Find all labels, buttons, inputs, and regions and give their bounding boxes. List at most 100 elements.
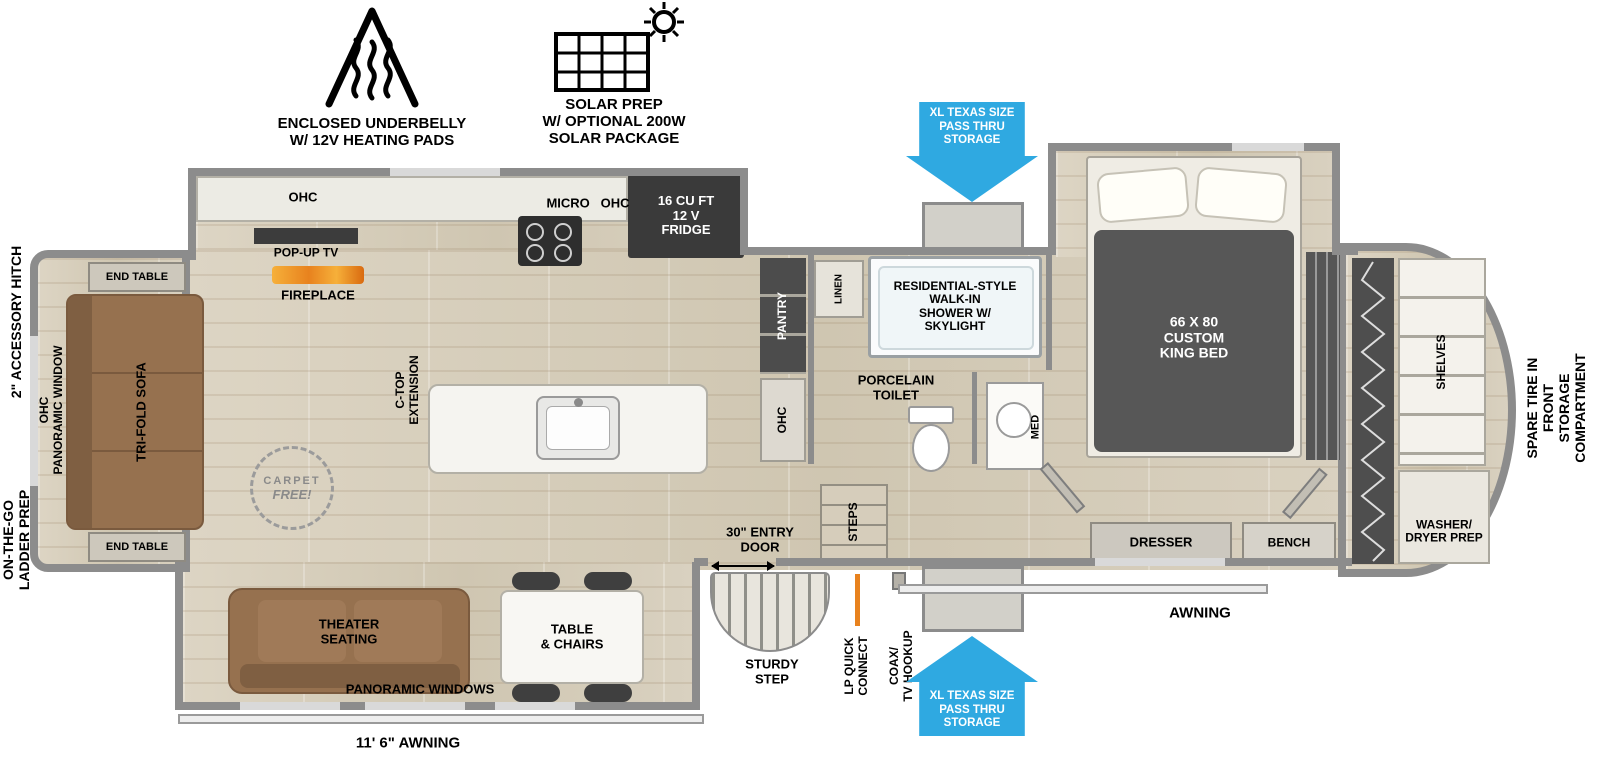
ohc-label: OHC: [288, 189, 318, 205]
ladder-prep-label: ON-THE-GO LADDER PREP: [0, 489, 32, 591]
med-cabinet-label: MED: [1029, 414, 1042, 440]
carpet-free-text: FREE!: [272, 486, 312, 502]
theater-seating-label: THEATER SEATING: [318, 616, 380, 646]
window: [365, 702, 465, 710]
fridge-label: 16 CU FT 12 V FRIDGE: [657, 193, 715, 238]
wall: [175, 562, 183, 710]
awning-line: [178, 714, 704, 724]
pillow: [1095, 166, 1191, 224]
burner: [554, 223, 572, 241]
ohc-cabinet-label: OHC: [775, 406, 790, 434]
lp-quick-connect-marker: [855, 574, 860, 626]
washer-dryer-area: [1398, 470, 1490, 564]
interior-steps: [820, 484, 888, 560]
shelves-label: SHELVES: [1434, 334, 1449, 390]
sofa-back: [68, 296, 92, 528]
end-table-label: END TABLE: [105, 270, 169, 283]
sofa-seam: [92, 372, 202, 374]
ctop-extension-label: C-TOP EXTENSION: [393, 355, 421, 425]
wall: [694, 558, 708, 566]
faucet: [574, 398, 583, 407]
entry-step-fan: [710, 572, 830, 652]
pantry-label: PANTRY: [775, 292, 790, 340]
pop-up-tv: [254, 228, 358, 244]
vanity-sink: [996, 402, 1032, 438]
steps-label: STEPS: [846, 502, 861, 542]
pop-up-tv-label: POP-UP TV: [273, 245, 339, 260]
bed-duvet: [1094, 230, 1294, 452]
interior-wall: [808, 252, 814, 464]
carpet-free-text: CARPET: [263, 474, 321, 487]
door-dimension-arrow: [711, 561, 775, 571]
window: [1232, 143, 1304, 151]
burner: [554, 244, 572, 262]
wall: [1048, 143, 1340, 151]
wall: [692, 562, 700, 710]
seat-back: [240, 664, 460, 688]
dresser-label: DRESSER: [1129, 534, 1193, 550]
sink-basin: [546, 406, 610, 450]
wall: [744, 247, 1056, 255]
fireplace-insert: [272, 266, 364, 284]
heating-pads-icon: [325, 7, 419, 108]
wall: [1332, 143, 1340, 255]
pass-thru-storage-box: [922, 566, 1024, 632]
burner: [526, 223, 544, 241]
window: [30, 336, 38, 486]
wall: [740, 168, 748, 255]
hanging-closet: [1352, 258, 1394, 564]
kitchen-counter: [196, 176, 628, 222]
wall: [776, 558, 1352, 566]
king-bed-label: 66 X 80 CUSTOM KING BED: [1159, 313, 1229, 361]
bedroom-wardrobe: [1306, 252, 1340, 460]
dinette-table: [500, 590, 644, 684]
shower-glass: [878, 266, 1034, 350]
washer-dryer-label: WASHER/ DRYER PREP: [1405, 517, 1483, 545]
toilet-bowl: [912, 424, 950, 472]
linen-closet: [814, 260, 864, 318]
solar-callout: SOLAR PREP W/ OPTIONAL 200W SOLAR PACKAG…: [542, 95, 686, 147]
cooktop: [518, 216, 582, 266]
toilet-tank: [908, 406, 954, 424]
theater-seating: [228, 588, 470, 694]
walk-in-shower: [868, 256, 1042, 358]
dinette-table-label: TABLE & CHAIRS: [540, 621, 604, 651]
toilet-label: PORCELAIN TOILET: [857, 372, 935, 402]
end-table: [88, 262, 186, 292]
bench-label: BENCH: [1267, 535, 1311, 550]
window: [240, 702, 340, 710]
wall: [1048, 143, 1056, 255]
end-table-label: END TABLE: [105, 540, 169, 553]
dinette-chair: [512, 572, 560, 590]
ohc-cabinet: [760, 378, 806, 462]
sturdy-step-label: STURDY STEP: [745, 656, 799, 686]
burner: [526, 244, 544, 262]
pass-thru-text: XL TEXAS SIZE PASS THRU STORAGE: [929, 107, 1015, 147]
micro-ohc-label: MICRO OHC: [546, 195, 630, 211]
window: [390, 168, 500, 176]
pass-thru-arrow-up: XL TEXAS SIZE PASS THRU STORAGE: [906, 636, 1038, 736]
wall: [188, 168, 196, 260]
dinette-chair: [584, 684, 632, 702]
coax-tv-label: COAX/ TV HOOKUP: [887, 630, 915, 702]
dinette-chair: [512, 684, 560, 702]
pillow: [1193, 166, 1289, 224]
panoramic-windows-label: PANORAMIC WINDOWS: [345, 681, 495, 697]
shelves-unit: [1398, 258, 1486, 466]
shower-label: RESIDENTIAL-STYLE WALK-IN SHOWER W/ SKYL…: [893, 279, 1017, 334]
fireplace-label: FIREPLACE: [281, 287, 355, 303]
lp-quick-connect-label: LP QUICK CONNECT: [842, 636, 870, 696]
interior-wall: [1046, 252, 1052, 370]
window: [495, 702, 575, 710]
wall: [1332, 247, 1358, 255]
underbelly-callout: ENCLOSED UNDERBELLY W/ 12V HEATING PADS: [277, 115, 467, 149]
carpet-free-badge: CARPET FREE!: [250, 446, 334, 530]
tri-fold-sofa-label: TRI-FOLD SOFA: [133, 362, 149, 462]
pass-thru-text: XL TEXAS SIZE PASS THRU STORAGE: [929, 690, 1015, 730]
hanger-zigzag: [1360, 261, 1386, 562]
window: [1095, 558, 1225, 566]
refrigerator: [628, 174, 744, 258]
pass-thru-storage-box: [922, 202, 1024, 252]
pass-thru-arrow-down: XL TEXAS SIZE PASS THRU STORAGE: [906, 102, 1038, 202]
pantry-cabinet: [760, 258, 806, 374]
